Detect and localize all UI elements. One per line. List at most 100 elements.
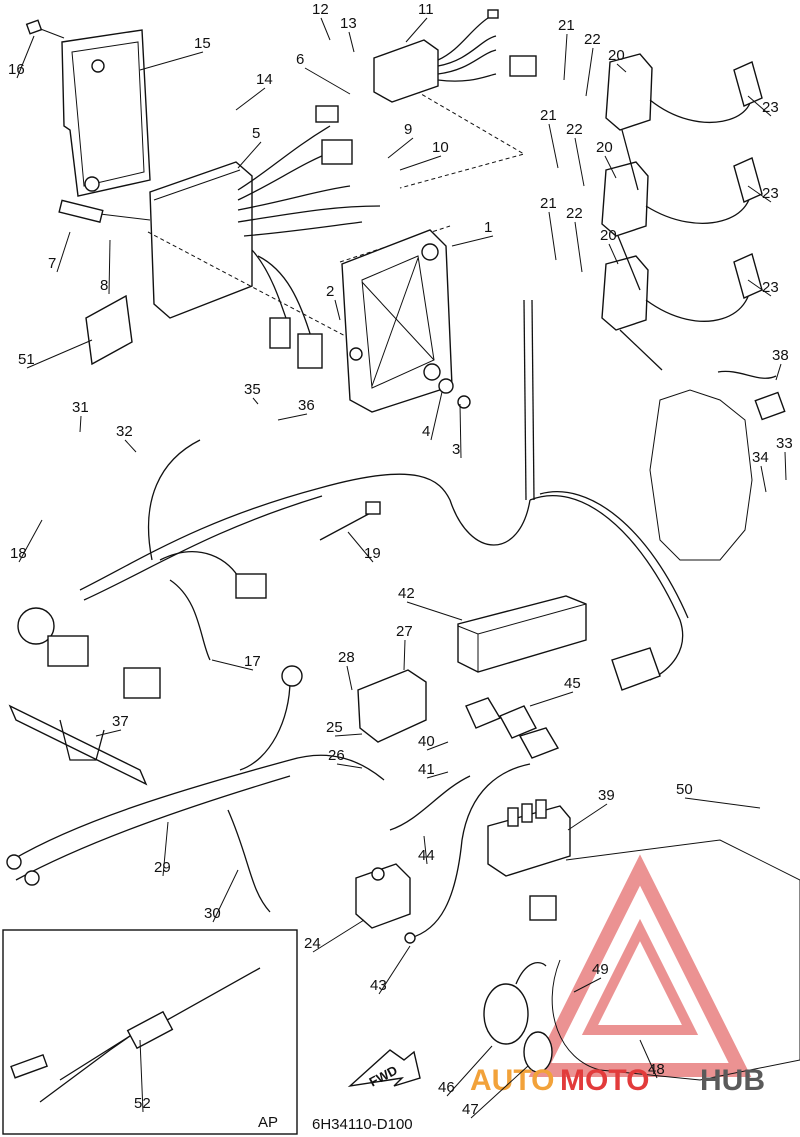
- callout-leader: [529, 691, 574, 707]
- callout-number: 27: [396, 623, 413, 640]
- inset-panel: AP: [2, 929, 298, 1135]
- callout-leader: [405, 17, 428, 43]
- callout-leader: [139, 51, 204, 71]
- callout-number: 8: [100, 277, 108, 294]
- callout-leader: [747, 185, 772, 203]
- callout-number: 17: [244, 653, 261, 670]
- callout-leader: [451, 235, 494, 247]
- callout-leader: [775, 363, 782, 381]
- callout-number: 11: [418, 1, 434, 18]
- relay-cover: [357, 669, 427, 743]
- label-plate: [85, 294, 133, 366]
- callout-leader: [346, 665, 353, 691]
- callout-number: 51: [18, 351, 35, 368]
- watermark-text: AUTO MOTO HUB: [470, 1064, 765, 1097]
- watermark-logo: [528, 854, 752, 1077]
- callout-leader: [684, 797, 761, 809]
- callout-leader: [604, 155, 617, 179]
- callout-number: 46: [438, 1079, 455, 1096]
- callout-leader: [403, 639, 406, 671]
- fwd-arrow: FWD: [347, 1049, 421, 1090]
- callout-number: 38: [772, 347, 789, 364]
- callout-number: 12: [312, 1, 329, 18]
- cowling-outline: [551, 839, 800, 1081]
- callout-leader: [784, 451, 787, 481]
- callout-leader: [162, 821, 169, 877]
- diagram-code: 6H34110-D100: [312, 1116, 413, 1133]
- callout-leader: [18, 519, 43, 563]
- cdi-wires: [237, 105, 381, 369]
- callout-number: 26: [328, 747, 345, 764]
- callout-leader: [470, 1065, 529, 1119]
- callout-number: 37: [112, 713, 129, 730]
- bracket-part: [341, 229, 471, 413]
- callout-leader: [56, 231, 71, 273]
- callout-leader: [277, 413, 308, 421]
- callout-leader: [567, 803, 608, 831]
- callout-leader: [336, 763, 363, 769]
- callout-leader: [563, 33, 568, 81]
- callout-number: 44: [418, 847, 435, 864]
- callout-number: 42: [398, 585, 415, 602]
- callout-leader: [574, 137, 585, 187]
- callout-number: 43: [370, 977, 387, 994]
- callout-leader: [348, 31, 355, 53]
- callout-leader: [211, 659, 254, 671]
- callout-number: 22: [566, 205, 583, 222]
- callout-number: 3: [452, 441, 460, 458]
- callout-leader: [426, 771, 449, 779]
- callout-leader: [585, 47, 594, 97]
- callout-number: 31: [72, 399, 89, 416]
- callout-number: 6: [296, 51, 304, 68]
- callout-leader: [430, 391, 443, 441]
- callout-number: 20: [608, 47, 625, 64]
- callout-number: 20: [596, 139, 613, 156]
- callout-leader: [124, 439, 137, 453]
- callout-number: 30: [204, 905, 221, 922]
- callout-number: 21: [558, 17, 575, 34]
- callout-number: 47: [462, 1101, 479, 1118]
- callout-leader: [334, 299, 341, 321]
- inset-label: AP: [258, 1114, 278, 1131]
- callout-number: 23: [762, 185, 779, 202]
- fuse-caps: [465, 697, 560, 759]
- cdi-unit: [58, 161, 253, 319]
- callout-leader: [16, 35, 35, 79]
- callout-leader: [548, 211, 557, 261]
- callout-leader: [304, 67, 351, 95]
- callout-number: 49: [592, 961, 609, 978]
- callout-number: 41: [418, 761, 435, 778]
- meter-gauge: [483, 962, 553, 1073]
- callout-number: 40: [418, 733, 435, 750]
- callout-number: 48: [648, 1061, 665, 1078]
- callout-leader: [237, 141, 262, 169]
- callout-number: 24: [304, 935, 321, 952]
- callout-number: 19: [364, 545, 381, 562]
- callout-number: 20: [600, 227, 617, 244]
- callout-number: 9: [404, 121, 412, 138]
- callout-number: 21: [540, 107, 557, 124]
- callout-leader: [573, 977, 602, 993]
- callout-number: 25: [326, 719, 343, 736]
- callout-leader: [747, 279, 772, 297]
- callout-leader: [108, 239, 111, 295]
- callout-leader: [446, 1045, 493, 1097]
- callout-number: 45: [564, 675, 581, 692]
- callout-leader: [95, 729, 122, 737]
- callout-number: 33: [776, 435, 793, 452]
- starter-relay: [355, 863, 411, 929]
- clip-part: [8, 704, 148, 786]
- callout-leader: [320, 17, 331, 41]
- callout-number: 15: [194, 35, 211, 52]
- main-harness: [17, 299, 689, 699]
- callout-leader: [548, 123, 559, 169]
- callout-number: 13: [340, 15, 357, 32]
- callout-number: 14: [256, 71, 273, 88]
- callout-leader: [406, 601, 463, 621]
- callout-number: 28: [338, 649, 355, 666]
- callout-number: 22: [566, 121, 583, 138]
- callout-number: 5: [252, 125, 260, 142]
- callout-leader: [334, 733, 363, 737]
- callout-leader: [459, 403, 462, 459]
